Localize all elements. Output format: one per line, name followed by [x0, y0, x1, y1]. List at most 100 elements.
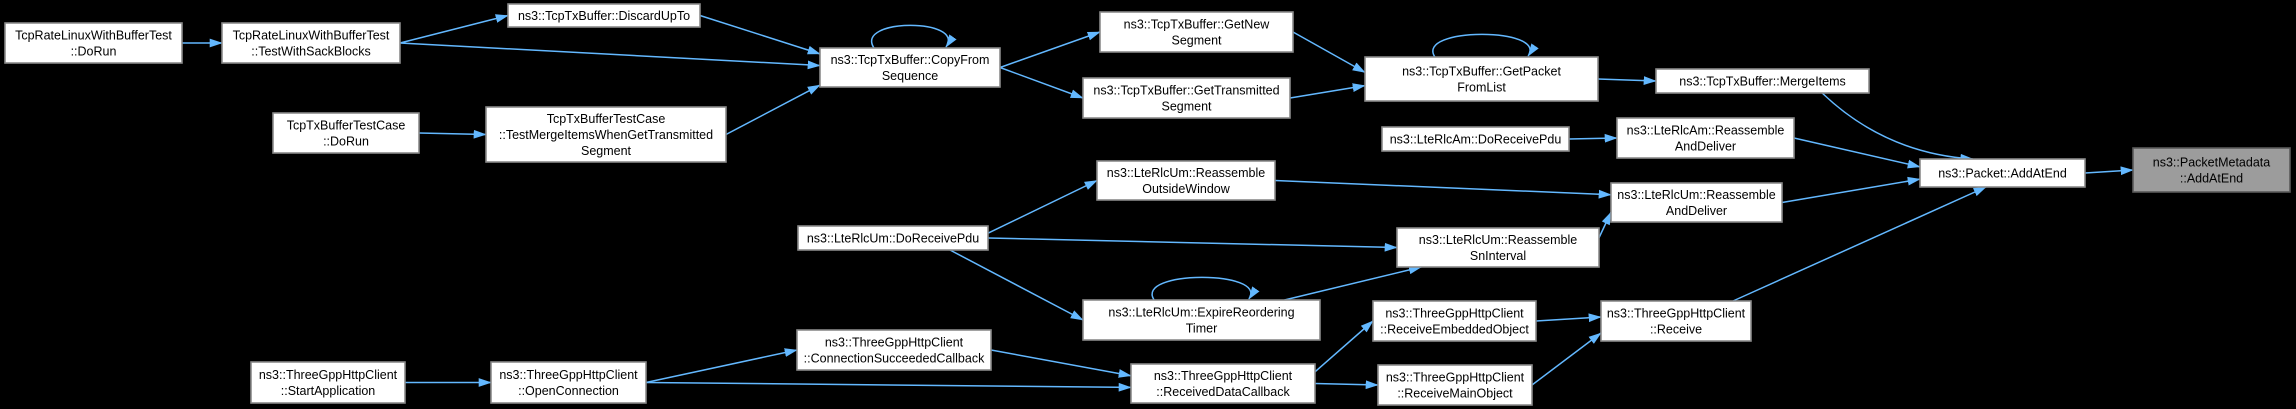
node-label: ns3::Packet::AddAtEnd [1938, 166, 2067, 180]
graph-node-http-receivemainobject[interactable]: ns3::ThreeGppHttpClient::ReceiveMainObje… [1377, 364, 1533, 406]
node-label: ns3::ThreeGppHttpClient::Receive [1607, 306, 1746, 336]
node-box[interactable] [2132, 147, 2291, 193]
graph-node-packet-addatend[interactable]: ns3::Packet::AddAtEnd [1919, 158, 2086, 188]
edge-http-receiveembeddedobject-to-http-receive [1535, 313, 1602, 323]
node-box[interactable] [1096, 160, 1276, 201]
node-label: ns3::ThreeGppHttpClient::ConnectionSucce… [804, 335, 985, 365]
node-box[interactable] [819, 47, 1001, 88]
node-box[interactable] [1364, 56, 1599, 102]
graph-node-http-receiveembeddedobject[interactable]: ns3::ThreeGppHttpClient::ReceiveEmbedded… [1372, 300, 1537, 342]
graph-node-packetmetadata-addatend[interactable]: ns3::PacketMetadata::AddAtEnd [2132, 147, 2291, 193]
edge-getpacketfromlist-to-mergeitems [1597, 76, 1657, 85]
node-box[interactable] [1082, 299, 1321, 341]
node-label: TcpTxBufferTestCase::DoRun [287, 118, 406, 148]
node-label: ns3::TcpTxBuffer::MergeItems [1679, 74, 1846, 88]
edge-um-reassembleoutsidewindow-to-um-reassembleanddeliver [1274, 179, 1612, 199]
node-box[interactable] [1082, 77, 1291, 119]
node-box[interactable] [1130, 363, 1316, 404]
node-box[interactable] [1377, 364, 1533, 406]
edge-discardupto-to-copyfromsequence [699, 14, 821, 55]
node-label: TcpTxBufferTestCase::TestMergeItemsWhenG… [499, 112, 713, 158]
edge-copyfromsequence-to-getnewsegment [999, 31, 1101, 69]
graph-node-txcase-dorun[interactable]: TcpTxBufferTestCase::DoRun [272, 112, 420, 154]
graph-node-mergeitems[interactable]: ns3::TcpTxBuffer::MergeItems [1655, 68, 1870, 94]
node-box[interactable] [796, 329, 992, 371]
node-box[interactable] [797, 225, 989, 251]
edge-rlcam-doreceivepdu-to-rlcam-reassembleanddeliver [1568, 133, 1618, 143]
node-label: ns3::ThreeGppHttpClient::ReceiveEmbedded… [1380, 306, 1529, 336]
node-box[interactable] [485, 106, 727, 163]
node-box[interactable] [507, 3, 701, 28]
node-box[interactable] [1396, 227, 1600, 268]
node-box[interactable] [1381, 126, 1570, 152]
node-box[interactable] [1600, 300, 1752, 342]
node-box[interactable] [1616, 117, 1795, 159]
node-box[interactable] [1610, 182, 1783, 223]
edge-um-expirereorderingtimer-self [1151, 276, 1260, 301]
edge-http-openconnection-to-http-connectionsucceededcallback [645, 348, 798, 384]
node-box[interactable] [272, 112, 420, 154]
edge-http-receive-to-packet-addatend [1732, 186, 1987, 302]
edge-http-receivemainobject-to-http-receive [1531, 332, 1602, 386]
edge-um-reassembleanddeliver-to-packet-addatend [1781, 176, 1921, 204]
node-box[interactable] [1372, 300, 1537, 342]
edge-gettransmittedsegment-to-getpacketfromlist [1289, 83, 1366, 99]
node-box[interactable] [1655, 68, 1870, 94]
edge-packet-addatend-to-packetmetadata-addatend [2084, 166, 2134, 176]
graph-node-http-receiveddatacallback[interactable]: ns3::ThreeGppHttpClient::ReceivedDataCal… [1130, 363, 1316, 404]
edge-um-doreceivepdu-to-um-reassemblesninterval [987, 237, 1398, 252]
graph-node-http-openconnection[interactable]: ns3::ThreeGppHttpClient::OpenConnection [490, 361, 647, 404]
node-box[interactable] [4, 22, 183, 64]
edge-rate-testwithsackblocks-to-discardupto [399, 14, 509, 44]
node-label: ns3::TcpTxBuffer::DiscardUpTo [518, 9, 690, 23]
edge-http-openconnection-to-http-receiveddatacallback [645, 381, 1132, 392]
node-label: ns3::LteRlcAm::DoReceivePdu [1390, 132, 1562, 146]
graph-node-txcase-testmerge[interactable]: TcpTxBufferTestCase::TestMergeItemsWhenG… [485, 106, 727, 163]
graph-node-um-doreceivepdu[interactable]: ns3::LteRlcUm::DoReceivePdu [797, 225, 989, 251]
graph-node-http-receive[interactable]: ns3::ThreeGppHttpClient::Receive [1600, 300, 1752, 342]
graph-node-discardupto[interactable]: ns3::TcpTxBuffer::DiscardUpTo [507, 3, 701, 28]
node-label: ns3::ThreeGppHttpClient::ReceiveMainObje… [1386, 370, 1525, 400]
graph-node-rate-dorun[interactable]: TcpRateLinuxWithBufferTest::DoRun [4, 22, 183, 64]
node-box[interactable] [490, 361, 647, 404]
node-label: ns3::ThreeGppHttpClient::ReceivedDataCal… [1154, 369, 1293, 399]
node-box[interactable] [221, 22, 401, 64]
graph-node-rlcam-doreceivepdu[interactable]: ns3::LteRlcAm::DoReceivePdu [1381, 126, 1570, 152]
node-label: ns3::ThreeGppHttpClient::OpenConnection [499, 368, 638, 398]
edge-copyfromsequence-to-gettransmittedsegment [999, 66, 1084, 99]
node-label: TcpRateLinuxWithBufferTest::DoRun [15, 28, 172, 58]
node-box[interactable] [250, 361, 406, 404]
node-box[interactable] [1919, 158, 2086, 188]
edge-http-receiveddatacallback-to-http-receivemainobject [1314, 380, 1379, 390]
edge-http-receiveddatacallback-to-http-receiveembeddedobject [1314, 320, 1374, 373]
edge-rlcam-reassembleanddeliver-to-packet-addatend [1793, 137, 1921, 169]
graph-node-rate-testwithsackblocks[interactable]: TcpRateLinuxWithBufferTest::TestWithSack… [221, 22, 401, 64]
edge-um-reassemblesninterval-to-um-reassembleanddeliver [1598, 211, 1612, 239]
node-label: ns3::PacketMetadata::AddAtEnd [2153, 155, 2270, 185]
node-box[interactable] [1099, 11, 1294, 53]
edge-http-connectionsucceededcallback-to-http-receiveddatacallback [990, 349, 1132, 378]
graph-node-http-connectionsucceededcallback[interactable]: ns3::ThreeGppHttpClient::ConnectionSucce… [796, 329, 992, 371]
edge-rate-testwithsackblocks-to-copyfromsequence [399, 42, 821, 70]
graph-node-http-startapplication[interactable]: ns3::ThreeGppHttpClient::StartApplicatio… [250, 361, 406, 404]
edge-um-expirereorderingtimer-to-um-reassemblesninterval [1284, 265, 1422, 301]
node-label: TcpRateLinuxWithBufferTest::TestWithSack… [233, 28, 390, 58]
edge-getnewsegment-to-getpacketfromlist [1292, 31, 1366, 74]
